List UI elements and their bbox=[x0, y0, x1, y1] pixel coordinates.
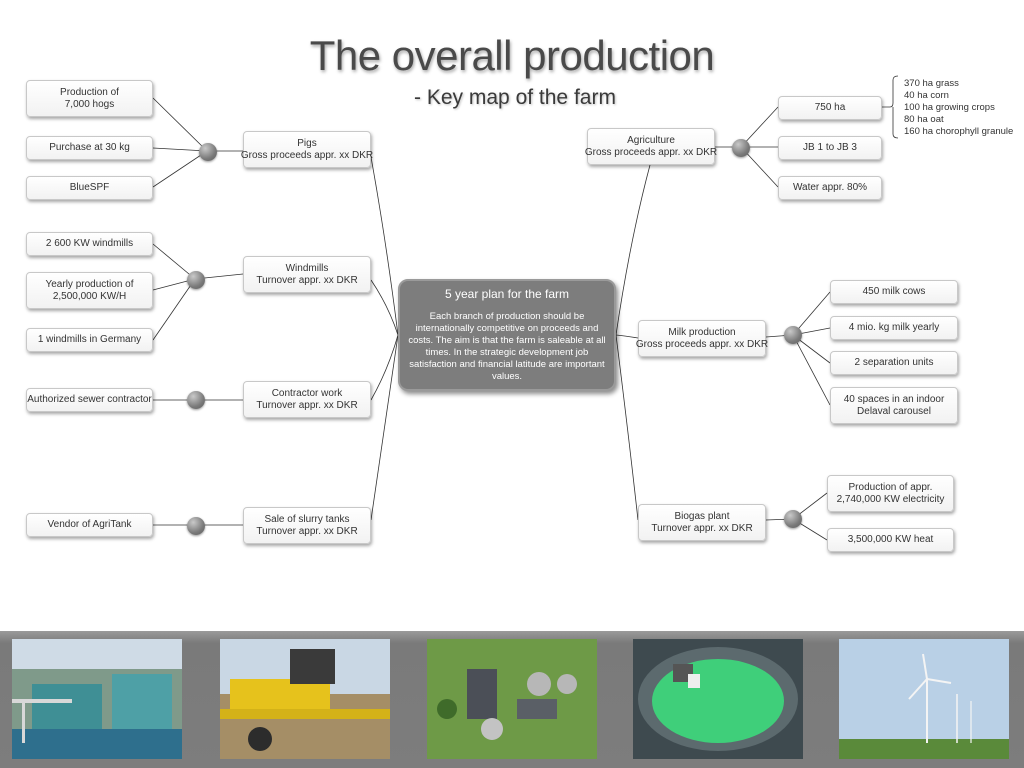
agriculture-node-proceeds: Gross proceeds appr. xx DKR bbox=[584, 146, 718, 158]
contractor-hub bbox=[187, 391, 205, 409]
windmills-item-yearly-line1: Yearly production of bbox=[45, 278, 134, 290]
milk-item-cows-label: 450 milk cows bbox=[862, 286, 926, 297]
biogas-item-electricity-line2: 2,740,000 KW electricity bbox=[836, 493, 945, 505]
windmills-item-germany-label: 1 windmills in Germany bbox=[37, 334, 142, 345]
windmills-item-count-label: 2 600 KW windmills bbox=[45, 238, 134, 249]
biogas-hub bbox=[784, 510, 802, 528]
agriculture-node-title: Agriculture bbox=[627, 134, 675, 146]
wind-turbines-photo bbox=[839, 639, 1009, 759]
slurry-node-title: Sale of slurry tanks bbox=[264, 513, 350, 525]
five-year-plan-text: Each branch of production should be inte… bbox=[408, 311, 606, 382]
agriculture-item-soil[interactable]: JB 1 to JB 3 bbox=[778, 136, 882, 160]
slurry-item-agritank[interactable]: Vendor of AgriTank bbox=[26, 513, 153, 537]
windmills-node-title: Windmills bbox=[285, 262, 329, 274]
milk-node[interactable]: Milk production Gross proceeds appr. xx … bbox=[635, 320, 769, 357]
pigs-hub bbox=[199, 143, 217, 161]
windmills-item-yearly[interactable]: Yearly production of 2,500,000 KW/H bbox=[26, 272, 153, 309]
pigs-item-purchase-label: Purchase at 30 kg bbox=[49, 142, 130, 153]
page-title: The overall production bbox=[309, 32, 715, 79]
milk-item-yearly-label: 4 mio. kg milk yearly bbox=[848, 322, 940, 333]
biogas-node-turnover: Turnover appr. xx DKR bbox=[651, 522, 753, 534]
slurry-node-turnover: Turnover appr. xx DKR bbox=[256, 525, 358, 537]
windmills-node-turnover: Turnover appr. xx DKR bbox=[256, 274, 358, 286]
slurry-item-agritank-label: Vendor of AgriTank bbox=[47, 519, 132, 530]
pigs-item-purchase[interactable]: Purchase at 30 kg bbox=[26, 136, 153, 160]
pigs-item-hogs-line1: Production of bbox=[60, 86, 119, 98]
biogas-item-heat[interactable]: 3,500,000 KW heat bbox=[827, 528, 954, 552]
pigs-item-hogs-line2: 7,000 hogs bbox=[64, 98, 115, 110]
milk-node-proceeds: Gross proceeds appr. xx DKR bbox=[635, 338, 769, 350]
land-use-crops: 100 ha growing crops bbox=[904, 102, 995, 113]
pigs-node[interactable]: Pigs Gross proceeds appr. xx DKR bbox=[240, 131, 374, 168]
five-year-plan-node[interactable]: 5 year plan for the farm Each branch of … bbox=[398, 279, 616, 391]
contractor-node[interactable]: Contractor work Turnover appr. xx DKR bbox=[243, 381, 371, 418]
milk-item-yearly[interactable]: 4 mio. kg milk yearly bbox=[830, 316, 958, 340]
pigs-node-title: Pigs bbox=[297, 137, 317, 149]
milk-item-separation[interactable]: 2 separation units bbox=[830, 351, 958, 375]
pigs-node-proceeds: Gross proceeds appr. xx DKR bbox=[240, 149, 374, 161]
windmills-item-count[interactable]: 2 600 KW windmills bbox=[26, 232, 153, 256]
contractor-item-sewer-label: Authorized sewer contractor bbox=[27, 394, 152, 405]
agriculture-node[interactable]: Agriculture Gross proceeds appr. xx DKR bbox=[584, 128, 718, 165]
slurry-hub bbox=[187, 517, 205, 535]
agriculture-item-soil-label: JB 1 to JB 3 bbox=[803, 142, 857, 153]
land-use-corn: 40 ha corn bbox=[904, 90, 949, 101]
land-use-granule: 160 ha chorophyll granule bbox=[904, 126, 1014, 137]
five-year-plan-title: 5 year plan for the farm bbox=[444, 287, 570, 301]
agriculture-item-water[interactable]: Water appr. 80% bbox=[778, 176, 882, 200]
land-use-note: 370 ha grass 40 ha corn 100 ha growing c… bbox=[904, 78, 1013, 138]
contractor-node-turnover: Turnover appr. xx DKR bbox=[256, 399, 358, 411]
agriculture-hub bbox=[732, 139, 750, 157]
windmills-hub bbox=[187, 271, 205, 289]
milk-item-carousel[interactable]: 40 spaces in an indoor Delaval carousel bbox=[830, 387, 958, 424]
windmills-node[interactable]: Windmills Turnover appr. xx DKR bbox=[243, 256, 371, 293]
biogas-item-heat-label: 3,500,000 KW heat bbox=[847, 534, 934, 545]
contractor-node-title: Contractor work bbox=[271, 387, 343, 399]
combine-harvester-photo bbox=[220, 639, 390, 759]
windmills-item-yearly-line2: 2,500,000 KW/H bbox=[52, 290, 127, 302]
farm-aerial-photo bbox=[427, 639, 597, 759]
milk-node-title: Milk production bbox=[668, 326, 736, 338]
land-use-oat: 80 ha oat bbox=[904, 114, 944, 125]
biogas-node-title: Biogas plant bbox=[674, 510, 730, 522]
biogas-node[interactable]: Biogas plant Turnover appr. xx DKR bbox=[638, 504, 766, 541]
land-use-grass: 370 ha grass bbox=[904, 78, 959, 89]
windmills-item-germany[interactable]: 1 windmills in Germany bbox=[26, 328, 153, 352]
agriculture-item-water-label: Water appr. 80% bbox=[792, 182, 868, 193]
pigs-item-bluespf-label: BlueSPF bbox=[69, 182, 110, 193]
milk-item-cows[interactable]: 450 milk cows bbox=[830, 280, 958, 304]
page-subtitle: - Key map of the farm bbox=[414, 86, 616, 109]
milk-item-carousel-line2: Delaval carousel bbox=[857, 405, 931, 417]
photo-strip bbox=[0, 631, 1024, 768]
pigs-item-hogs[interactable]: Production of 7,000 hogs bbox=[26, 80, 153, 117]
milk-hub bbox=[784, 326, 802, 344]
contractor-item-sewer[interactable]: Authorized sewer contractor bbox=[26, 388, 153, 412]
silo-tanks-photo bbox=[12, 639, 182, 759]
agriculture-item-area-label: 750 ha bbox=[814, 102, 846, 113]
milking-carousel-photo bbox=[633, 639, 803, 759]
milk-item-carousel-line1: 40 spaces in an indoor bbox=[843, 393, 945, 405]
slurry-node[interactable]: Sale of slurry tanks Turnover appr. xx D… bbox=[243, 507, 371, 544]
biogas-item-electricity[interactable]: Production of appr. 2,740,000 KW electri… bbox=[827, 475, 954, 512]
biogas-item-electricity-line1: Production of appr. bbox=[848, 481, 933, 493]
pigs-item-bluespf[interactable]: BlueSPF bbox=[26, 176, 153, 200]
agriculture-item-area[interactable]: 750 ha bbox=[778, 96, 882, 120]
milk-item-separation-label: 2 separation units bbox=[854, 357, 934, 368]
